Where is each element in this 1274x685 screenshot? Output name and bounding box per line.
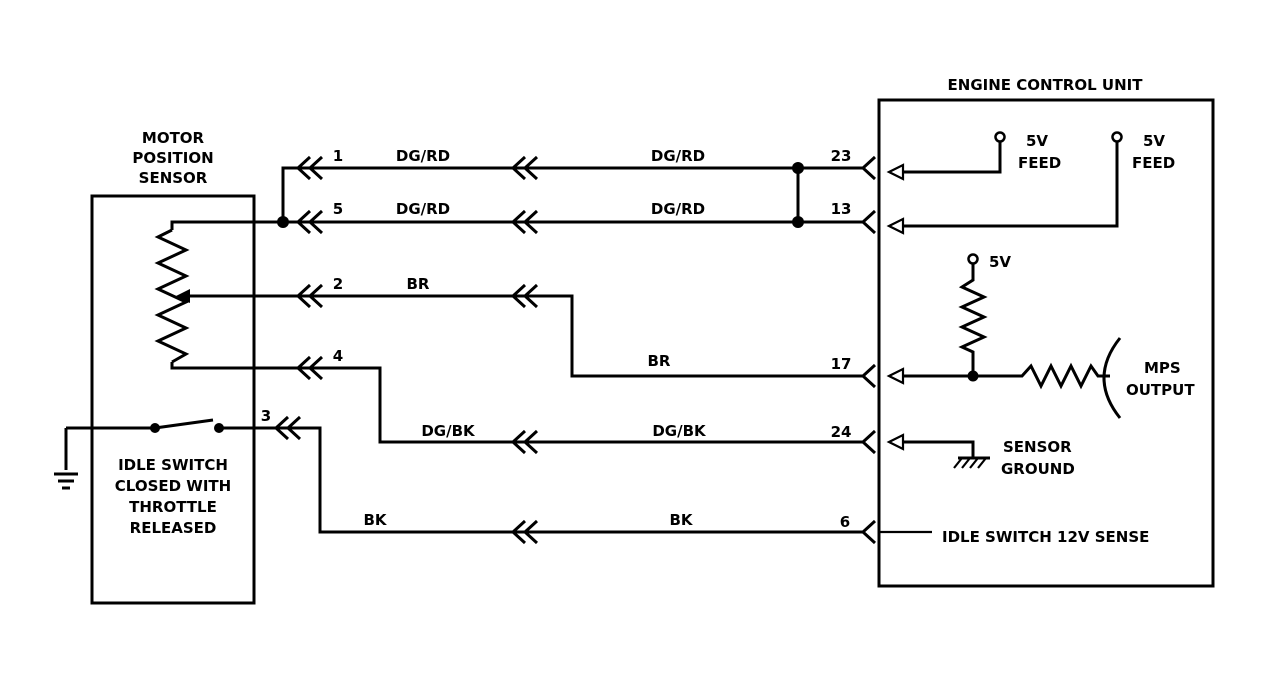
idle-sense-label: IDLE SWITCH 12V SENSE (942, 528, 1149, 546)
connector-chevrons (273, 155, 877, 545)
wire-1-line (281, 166, 865, 222)
splice-dot-top (792, 162, 804, 174)
wire-3-ecu-pin: 6 (840, 513, 850, 531)
wire-5-color-right: DG/RD (651, 200, 705, 218)
wire-2-color-left: BR (407, 275, 430, 293)
wire-1-ecu-pin: 23 (831, 147, 852, 165)
wire-3-color-left: BK (363, 511, 387, 529)
idle-switch-label-line1: IDLE SWITCH (118, 456, 228, 474)
wire-4-ecu-pin: 24 (831, 423, 852, 441)
feed-1-line (903, 142, 1002, 174)
sensor-ground-icon (953, 456, 990, 469)
potentiometer-symbol (154, 220, 254, 370)
wire-3-line (254, 426, 865, 534)
wire-2-line (254, 294, 865, 378)
sensor-ground-label-line1: SENSOR (1003, 438, 1072, 456)
engine-control-unit-box (877, 98, 1215, 588)
wire-1-color-right: DG/RD (651, 147, 705, 165)
feed-1-label: FEED (1018, 154, 1061, 172)
wire-2-pin: 2 (333, 275, 343, 293)
idle-switch-label-line2: CLOSED WITH (115, 477, 231, 495)
wire-4-line (254, 366, 865, 444)
feed-2-terminal (1111, 131, 1123, 143)
mps-label-line1: MPS (1144, 359, 1181, 377)
sensor-title-line1: MOTOR (142, 129, 205, 147)
wire-5-color-left: DG/RD (396, 200, 450, 218)
wire-3-color-right: BK (669, 511, 693, 529)
wire-1-color-left: DG/RD (396, 147, 450, 165)
ecu-input-triangles (886, 163, 905, 451)
mps-junction-dot (967, 370, 979, 382)
wire-5-pin: 5 (333, 200, 343, 218)
idle-switch-symbol (66, 418, 254, 433)
splice-dot-bottom (792, 216, 804, 228)
feed-2-label: FEED (1132, 154, 1175, 172)
wire-3-pin: 3 (261, 407, 271, 425)
wire-4-pin: 4 (333, 347, 343, 365)
sensor-title-line2: POSITION (132, 149, 213, 167)
sensor-title-line3: SENSOR (139, 169, 208, 187)
motor-position-sensor-box (90, 194, 256, 605)
wire-4-color-right: DG/BK (652, 422, 707, 440)
mps-label-line2: OUTPUT (1126, 381, 1195, 399)
sensor-ground-line (903, 440, 975, 458)
idle-switch-label-line4: RELEASED (130, 519, 217, 537)
wire-5-ecu-pin: 13 (831, 200, 852, 218)
wire-2-ecu-pin: 17 (831, 355, 852, 373)
ground-symbol-left (54, 428, 78, 490)
mps-output-bracket (1102, 337, 1122, 419)
feed-1-voltage: 5V (1026, 132, 1048, 150)
pullup-resistor (958, 264, 988, 376)
sensor-ground-label-line2: GROUND (1001, 460, 1075, 478)
ecu-title: ENGINE CONTROL UNIT (948, 76, 1144, 94)
splice-dot-sensor (277, 216, 289, 228)
wire-2-color-right: BR (648, 352, 671, 370)
pullup-terminal (967, 253, 979, 265)
wire-4-color-left: DG/BK (421, 422, 476, 440)
feed-1-terminal (994, 131, 1006, 143)
idle-switch-label-line3: THROTTLE (129, 498, 217, 516)
wire-1-pin: 1 (333, 147, 343, 165)
pullup-voltage: 5V (989, 253, 1011, 271)
feed-2-line (903, 142, 1119, 228)
feed-2-voltage: 5V (1143, 132, 1165, 150)
mps-output-line (903, 362, 1110, 390)
